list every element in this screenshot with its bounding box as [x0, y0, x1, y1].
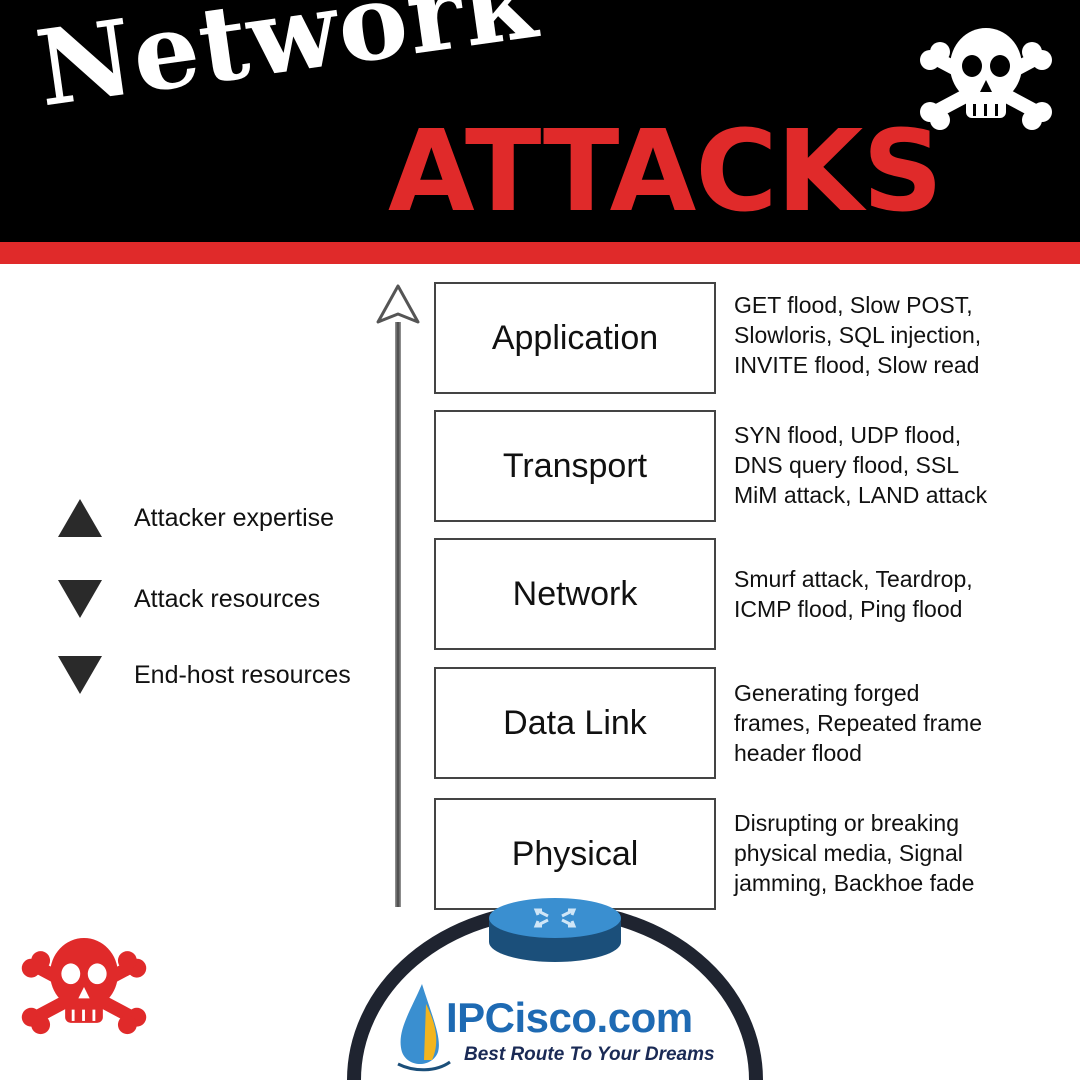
- attack-line: header flood: [734, 740, 862, 766]
- attack-line: Disrupting or breaking: [734, 810, 960, 836]
- layer-attacks: Smurf attack, Teardrop, ICMP flood, Ping …: [734, 564, 1074, 624]
- attack-line: physical media, Signal: [734, 840, 963, 866]
- legend-item: Attack resources: [56, 578, 320, 620]
- up-arrow-icon: [376, 284, 420, 907]
- title-attacks: ATTACKS: [388, 107, 943, 237]
- attack-line: GET flood, Slow POST,: [734, 292, 973, 318]
- layer-attacks: Disrupting or breaking physical media, Si…: [734, 808, 1074, 898]
- legend-item: Attacker expertise: [56, 497, 334, 539]
- header-red-stripe: [0, 242, 1080, 264]
- attack-line: Smurf attack, Teardrop,: [734, 566, 973, 592]
- logo-tagline: Best Route To Your Dreams: [464, 1044, 715, 1065]
- attack-line: Slowloris, SQL injection,: [734, 322, 982, 348]
- attack-line: jamming, Backhoe fade: [734, 870, 975, 896]
- skull-crossbones-icon: [920, 28, 1052, 130]
- skull-crossbones-icon: [21, 937, 147, 1035]
- logo-name: IPCisco.com: [446, 994, 693, 1041]
- attack-line: INVITE flood, Slow read: [734, 352, 980, 378]
- layer-transport: Transport: [434, 410, 716, 522]
- header-banner: [0, 0, 1080, 242]
- layer-network: Network: [434, 538, 716, 650]
- triangle-down-icon: [58, 580, 102, 618]
- attack-line: frames, Repeated frame: [734, 710, 983, 736]
- layer-data-link: Data Link: [434, 667, 716, 779]
- layer-attacks: GET flood, Slow POST, Slowloris, SQL inje…: [734, 290, 1074, 380]
- droplet-sail-icon: [397, 984, 451, 1072]
- triangle-up-icon: [58, 499, 102, 537]
- attack-line: MiM attack, LAND attack: [734, 482, 988, 508]
- legend-label: Attack resources: [134, 584, 321, 613]
- triangle-down-icon: [58, 656, 102, 694]
- legend-label: Attacker expertise: [134, 503, 335, 532]
- legend-item: End-host resources: [56, 654, 351, 696]
- legend-label: End-host resources: [134, 660, 351, 689]
- layer-application: Application: [434, 282, 716, 394]
- attack-line: ICMP flood, Ping flood: [734, 596, 963, 622]
- logo-badge: [347, 898, 763, 1080]
- layer-attacks: SYN flood, UDP flood, DNS query flood, SS…: [734, 420, 1074, 510]
- attack-line: SYN flood, UDP flood,: [734, 422, 962, 448]
- router-icon: [489, 898, 621, 962]
- layer-attacks: Generating forged frames, Repeated frame h…: [734, 678, 1074, 768]
- attack-line: Generating forged: [734, 680, 920, 706]
- attack-line: DNS query flood, SSL: [734, 452, 960, 478]
- layer-physical: Physical: [434, 798, 716, 910]
